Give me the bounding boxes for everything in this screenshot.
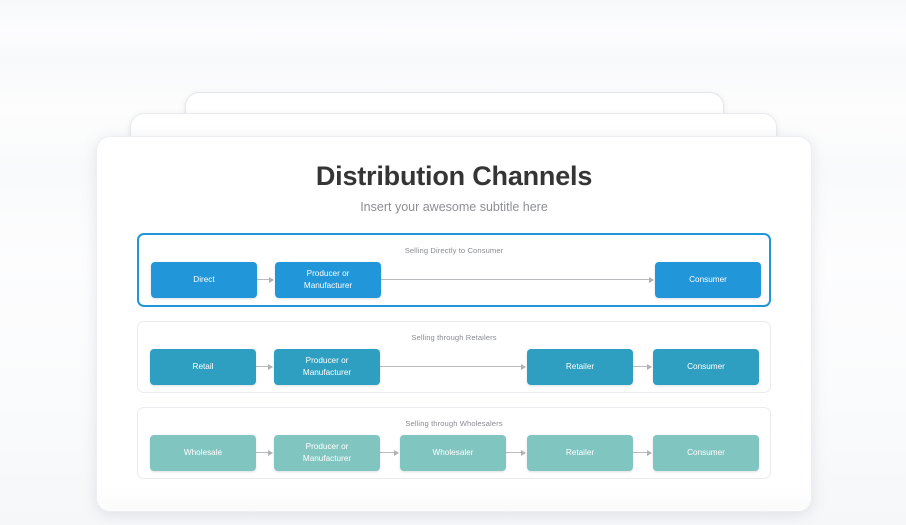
flow-node[interactable]: Consumer — [655, 262, 761, 298]
flow-node-label: Consumer — [687, 361, 725, 373]
flow-node-label-line1: Consumer — [687, 448, 725, 458]
flow-arrow-connector — [380, 363, 526, 370]
flow-node-label: Producer or Manufacturer — [304, 268, 352, 292]
flow-node[interactable]: Retail — [150, 349, 256, 385]
flow-node[interactable]: Producer or Manufacturer — [274, 349, 380, 385]
flow-row-caption: Selling through Retailers — [411, 333, 497, 342]
flow-node-label: Producer or Manufacturer — [303, 441, 351, 465]
flow-node-label-line1: Producer or — [306, 269, 350, 279]
flow-node-label-line1: Producer or — [305, 442, 349, 452]
slide-card: Distribution Channels Insert your awesom… — [96, 136, 812, 512]
flow-track: Retail Producer or Manufacturer Retailer Con… — [138, 349, 770, 385]
flow-node-label-line1: Wholesaler — [432, 448, 474, 458]
flow-arrow-connector — [381, 276, 654, 283]
flow-node[interactable]: Wholesaler — [400, 435, 506, 471]
flow-node[interactable]: Retailer — [527, 349, 633, 385]
flow-node-label-line1: Retailer — [565, 362, 595, 372]
flow-node-label-line1: Retailer — [565, 448, 595, 458]
flow-node-label-line1: Producer or — [305, 356, 349, 366]
card-footer-band — [97, 485, 811, 511]
flow-node-label-line1: Consumer — [687, 362, 725, 372]
flow-node-label-line1: Wholesale — [183, 448, 223, 458]
flow-node-label-line2: Manufacturer — [303, 281, 353, 290]
flow-row-caption: Selling Directly to Consumer — [404, 246, 504, 255]
flow-row-caption: Selling through Wholesalers — [405, 419, 503, 428]
flow-node[interactable]: Retailer — [527, 435, 633, 471]
flow-node-label: Retailer — [566, 447, 594, 459]
flow-node-label-line1: Retail — [192, 362, 214, 372]
flow-node-label: Wholesaler — [433, 447, 474, 459]
flow-node[interactable]: Consumer — [653, 435, 759, 471]
flow-node-label-line1: Consumer — [689, 275, 727, 285]
flow-arrow-connector — [256, 449, 273, 456]
page-title: Distribution Channels — [315, 161, 593, 191]
flow-arrow-connector — [633, 449, 652, 456]
flow-arrow-connector — [506, 449, 526, 456]
flow-track: Wholesale Producer or Manufacturer Wholesal… — [138, 435, 770, 471]
flow-arrow-connector — [257, 276, 274, 283]
flow-arrow-connector — [256, 363, 273, 370]
page-subtitle: Insert your awesome subtitle here — [360, 200, 548, 214]
flow-node[interactable]: Producer or Manufacturer — [274, 435, 380, 471]
flow-node[interactable]: Wholesale — [150, 435, 256, 471]
flow-node[interactable]: Direct — [151, 262, 257, 298]
flow-node[interactable]: Consumer — [653, 349, 759, 385]
flow-node-label: Consumer — [689, 274, 727, 286]
flow-node-label: Consumer — [687, 447, 725, 459]
flow-node-label: Producer or Manufacturer — [303, 355, 351, 379]
flow-node-label: Retailer — [566, 361, 594, 373]
flow-node-label-line1: Direct — [193, 275, 215, 285]
flow-track: Direct Producer or Manufacturer Consumer — [139, 262, 769, 298]
flow-arrow-connector — [380, 449, 399, 456]
flow-node-label: Wholesale — [184, 447, 222, 459]
flow-node-label: Direct — [193, 274, 214, 286]
flow-node[interactable]: Producer or Manufacturer — [275, 262, 381, 298]
flow-node-label-line2: Manufacturer — [302, 368, 352, 377]
flow-node-label: Retail — [193, 361, 214, 373]
flow-arrow-connector — [633, 363, 652, 370]
flow-node-label-line2: Manufacturer — [302, 454, 352, 463]
